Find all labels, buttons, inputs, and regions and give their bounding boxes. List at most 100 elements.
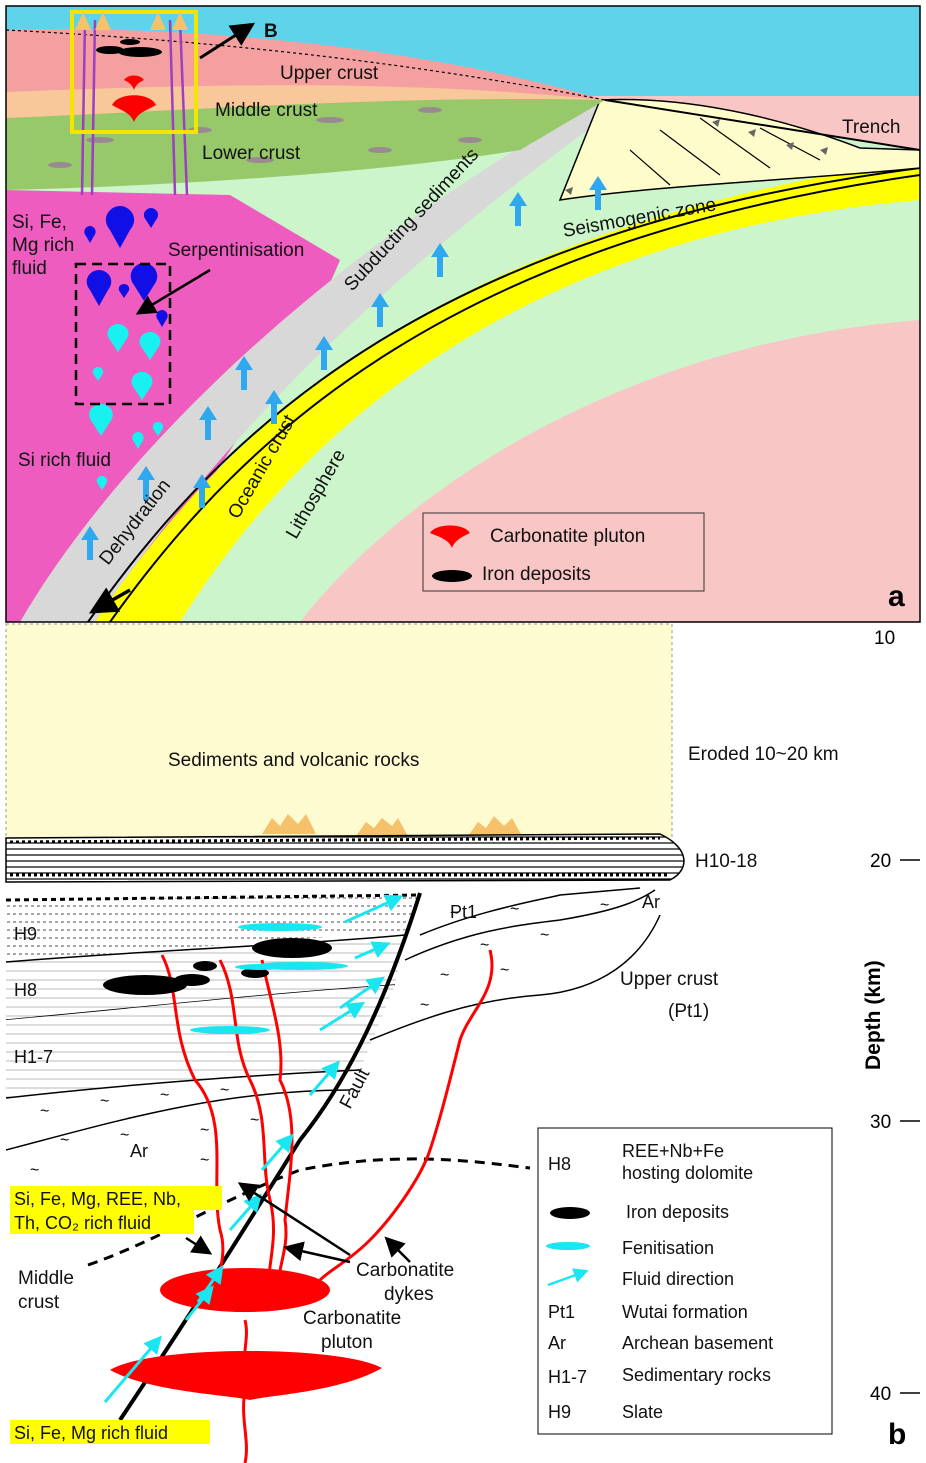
pt1-label: Pt1 — [450, 902, 477, 922]
legend-b-key-ar: Ar — [548, 1333, 566, 1353]
legend-b-pt1-label: Wutai formation — [622, 1302, 748, 1322]
panel-b-letter: b — [888, 1418, 906, 1451]
detail-box-b — [70, 10, 198, 196]
legend-a: Carbonatite pluton Iron deposits — [422, 512, 705, 592]
serpentinisation-label: Serpentinisation — [168, 240, 304, 261]
carbonatite-pluton-b-label-2: pluton — [321, 1332, 373, 1353]
fluid-arrow-icon — [354, 941, 391, 960]
serpentinisation-box — [74, 262, 172, 406]
carbonatite-pluton-upper — [160, 1268, 330, 1312]
legend-b-key-h1-7: H1-7 — [548, 1367, 587, 1387]
mantle-wedge — [6, 190, 340, 622]
h8-label: H8 — [14, 980, 37, 1000]
h9-label: H9 — [14, 924, 37, 944]
arrow-to-b — [199, 22, 256, 60]
fluid-drops — [84, 206, 168, 490]
legend-b-iron-label: Iron deposits — [626, 1202, 729, 1222]
carbonatite-pluton-icon — [124, 75, 144, 90]
fluid-arrow-icon — [260, 1133, 294, 1171]
fluid-arrow-icon — [319, 1001, 366, 1032]
depth-tick: 20 — [870, 851, 920, 872]
legend-b: H8 REE+Nb+Fe hosting dolomite Iron depos… — [537, 1127, 833, 1435]
carbonatite-pluton-icon — [430, 525, 470, 548]
depth-tick: 40 — [870, 1384, 920, 1405]
up-arrow-icon — [431, 243, 449, 277]
depth-tick-label: 20 — [870, 851, 891, 872]
sife-fluid-label-2: Mg rich — [12, 235, 74, 256]
up-arrow-icon — [193, 474, 211, 508]
legend-b-ar-label: Archean basement — [622, 1333, 773, 1353]
sife-box-label: Si, Fe, Mg rich fluid — [14, 1423, 168, 1443]
legend-a-carbonatite-label: Carbonatite pluton — [490, 526, 645, 547]
iron-deposit-icon — [550, 1207, 590, 1219]
up-arrow-icon — [315, 336, 333, 370]
arrow-b-label: B — [264, 21, 278, 42]
depth-tick-label: 30 — [870, 1112, 891, 1133]
svg-text:~: ~ — [60, 1132, 69, 1149]
svg-text:~: ~ — [450, 905, 459, 922]
carbonatite-dykes-label-1: Carbonatite — [356, 1260, 454, 1281]
carbonatite-pluton-lower — [110, 1350, 382, 1400]
middle-crust-label: Middle crust — [215, 100, 318, 121]
lower-crust-layer — [6, 99, 605, 190]
svg-text:~: ~ — [200, 1122, 209, 1139]
svg-text:~: ~ — [600, 897, 609, 914]
middle-crust-b-label-2: crust — [18, 1292, 60, 1313]
fluid-arrow-icon — [184, 1285, 214, 1321]
ar-top-label: Ar — [642, 892, 660, 912]
up-arrow-icon — [137, 466, 155, 500]
svg-text:~: ~ — [30, 1162, 39, 1179]
lithosphere-layer — [180, 215, 920, 622]
fluid-box-line2: Th, CO₂ rich fluid — [14, 1213, 151, 1233]
legend-b-fluid-label: Fluid direction — [622, 1269, 734, 1289]
svg-text:~: ~ — [160, 1087, 169, 1104]
h9-layer — [6, 895, 420, 962]
iron-deposits — [103, 938, 332, 995]
subducting-sediments-layer — [20, 100, 615, 622]
sediment-cover — [5, 623, 673, 851]
legend-b-h9-label: Slate — [622, 1402, 663, 1422]
up-arrow-icon — [235, 356, 253, 390]
up-arrow-icon — [199, 406, 217, 440]
carbonatite-pluton-b-label-1: Carbonatite — [303, 1308, 401, 1329]
middle-crust-boundary — [87, 1157, 531, 1267]
up-arrow-icon — [509, 192, 527, 226]
up-arrow-icon — [371, 293, 389, 327]
svg-text:~: ~ — [540, 927, 549, 944]
fluid-arrow-icon — [228, 1193, 262, 1231]
sife-fluid-label-3: fluid — [12, 258, 47, 279]
carbonatite-pluton-icon — [112, 95, 156, 122]
svg-text:~: ~ — [480, 937, 489, 954]
eroded-label: Eroded 10~20 km — [688, 744, 839, 765]
panel-a-letter: a — [888, 580, 905, 613]
up-arrow-icon — [589, 176, 607, 210]
h1-7-label: H1-7 — [14, 1047, 53, 1067]
fluid-arrow-icon — [103, 1335, 162, 1403]
svg-text:~: ~ — [500, 962, 509, 979]
iron-deposit-icon — [118, 47, 162, 57]
depth-tick-label: 10 — [874, 628, 895, 649]
legend-b-h1-7-label: Sedimentary rocks — [622, 1365, 771, 1385]
ar-texture: ~~~~ ~~~~ ~~ ~~~~ ~~~~ — [30, 897, 609, 1179]
svg-text:~: ~ — [250, 1112, 259, 1129]
depth-tick: 30 — [870, 1112, 920, 1133]
fluid-box-upper: Si, Fe, Mg, REE, Nb, Th, CO₂ rich fluid — [10, 1186, 222, 1234]
volcanoes — [262, 814, 522, 836]
ar-bottom-label: Ar — [130, 1141, 148, 1161]
svg-text:~: ~ — [510, 901, 519, 918]
fault-line — [118, 892, 422, 1422]
h1-7-layer — [6, 985, 395, 1098]
panel-a: Upper crust Middle crust Lower crust Tre… — [6, 6, 920, 622]
depth-tick: 10 — [874, 628, 895, 649]
svg-text:~: ~ — [440, 967, 449, 984]
legend-b-key-pt1: Pt1 — [548, 1302, 575, 1322]
trench-label: Trench — [842, 117, 900, 138]
middle-crust-b-label-1: Middle — [18, 1268, 74, 1289]
depth-tick-label: 40 — [870, 1384, 891, 1405]
svg-text:~: ~ — [200, 1152, 209, 1169]
oceanic-crust-layer — [95, 160, 920, 622]
svg-text:~: ~ — [420, 997, 429, 1014]
fenitisation-icon — [546, 1242, 590, 1250]
iron-deposit-icon — [96, 46, 124, 54]
